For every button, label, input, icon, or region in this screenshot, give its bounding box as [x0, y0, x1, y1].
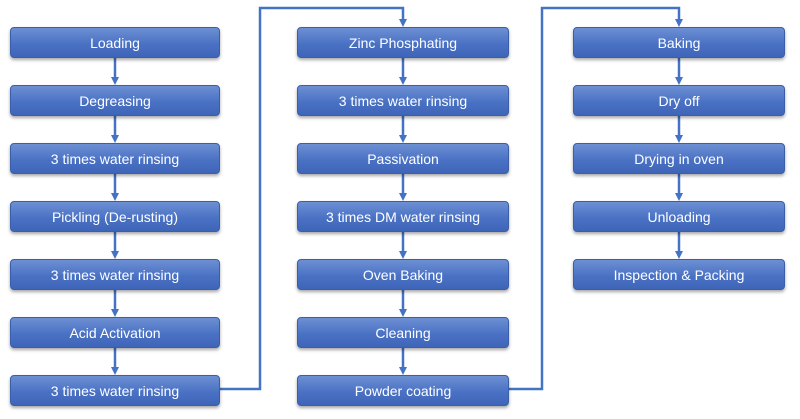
step-dry-off: Dry off — [573, 85, 785, 116]
step-acid-activation: Acid Activation — [10, 317, 220, 348]
step-dm-water-rinsing: 3 times DM water rinsing — [297, 201, 509, 232]
step-unloading: Unloading — [573, 201, 785, 232]
step-zinc-phosphating: Zinc Phosphating — [297, 27, 509, 58]
elbow-connector-col1-to-col2 — [220, 6, 407, 391]
step-water-rinsing-4: 3 times water rinsing — [297, 85, 509, 116]
step-passivation: Passivation — [297, 143, 509, 174]
step-oven-baking: Oven Baking — [297, 259, 509, 290]
step-loading: Loading — [10, 27, 220, 58]
step-water-rinsing-1: 3 times water rinsing — [10, 143, 220, 174]
step-baking: Baking — [573, 27, 785, 58]
step-water-rinsing-3: 3 times water rinsing — [10, 375, 220, 406]
elbow-connector-col2-to-col3 — [509, 6, 683, 391]
step-water-rinsing-2: 3 times water rinsing — [10, 259, 220, 290]
step-pickling: Pickling (De-rusting) — [10, 201, 220, 232]
step-inspection-packing: Inspection & Packing — [573, 259, 785, 290]
step-cleaning: Cleaning — [297, 317, 509, 348]
step-powder-coating: Powder coating — [297, 375, 509, 406]
step-drying-in-oven: Drying in oven — [573, 143, 785, 174]
step-degreasing: Degreasing — [10, 85, 220, 116]
